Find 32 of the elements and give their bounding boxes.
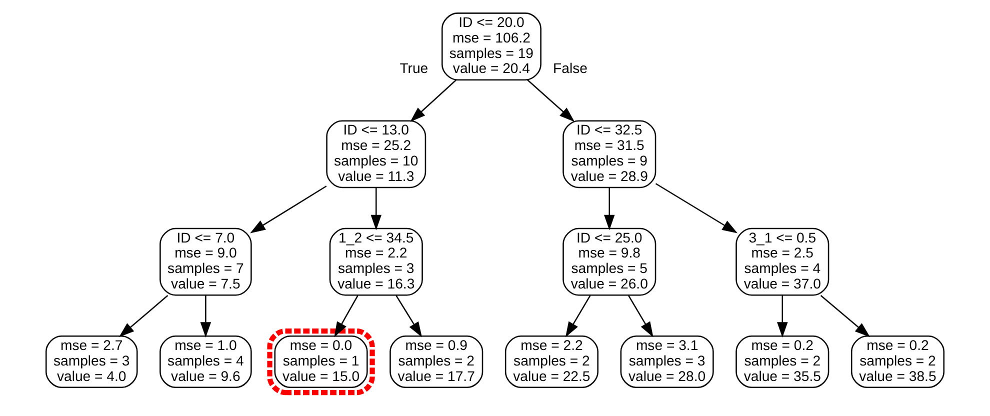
- node-box: mse = 2.2 samples = 2 value = 22.5: [504, 336, 598, 388]
- arrow: [820, 295, 870, 338]
- node-box: mse = 3.1 samples = 3 value = 28.0: [620, 336, 714, 388]
- node-box: mse = 0.0 samples = 1 value = 15.0: [274, 336, 368, 388]
- arrow: [527, 79, 575, 122]
- arrow: [334, 295, 358, 338]
- arrow: [655, 183, 738, 234]
- node-box: ID <= 7.0 mse = 9.0 samples = 7 value = 7.5: [160, 228, 252, 296]
- arrow: [565, 295, 591, 338]
- node-box: ID <= 25.0 mse = 9.8 samples = 5 value = 26.0: [562, 228, 656, 296]
- node-box: mse = 2.7 samples = 3 value = 4.0: [45, 336, 138, 388]
- edge-label: False: [553, 60, 588, 76]
- arrow: [118, 295, 168, 338]
- arrow: [396, 295, 422, 338]
- arrow: [777, 296, 788, 338]
- node-box: 3_1 <= 0.5 mse = 2.5 samples = 4 value = 37.0: [736, 228, 830, 296]
- arrow: [200, 296, 212, 338]
- node-box: ID <= 13.0 mse = 25.2 samples = 10 value = 11.3: [326, 120, 426, 188]
- arrow: [604, 188, 615, 230]
- node-box: mse = 0.2 samples = 2 value = 38.5: [850, 336, 945, 388]
- node-box: ID <= 20.0 mse = 106.2 samples = 19 value = 20.4: [442, 12, 542, 80]
- node-box: mse = 0.9 samples = 2 value = 17.7: [390, 336, 484, 388]
- node-box: 1_2 <= 34.5 mse = 2.2 samples = 3 value = 16.3: [329, 228, 423, 296]
- node-box: mse = 1.0 samples = 4 value = 9.6: [160, 336, 252, 388]
- arrow: [370, 188, 382, 230]
- node-box: ID <= 32.5 mse = 31.5 samples = 9 value = 28.9: [562, 120, 656, 188]
- cluster: [267, 328, 375, 396]
- arrow: [250, 186, 327, 234]
- node-box: mse = 0.2 samples = 2 value = 35.5: [736, 336, 830, 388]
- edge-label: True: [400, 60, 428, 76]
- arrow: [410, 79, 457, 122]
- arrow: [628, 295, 654, 338]
